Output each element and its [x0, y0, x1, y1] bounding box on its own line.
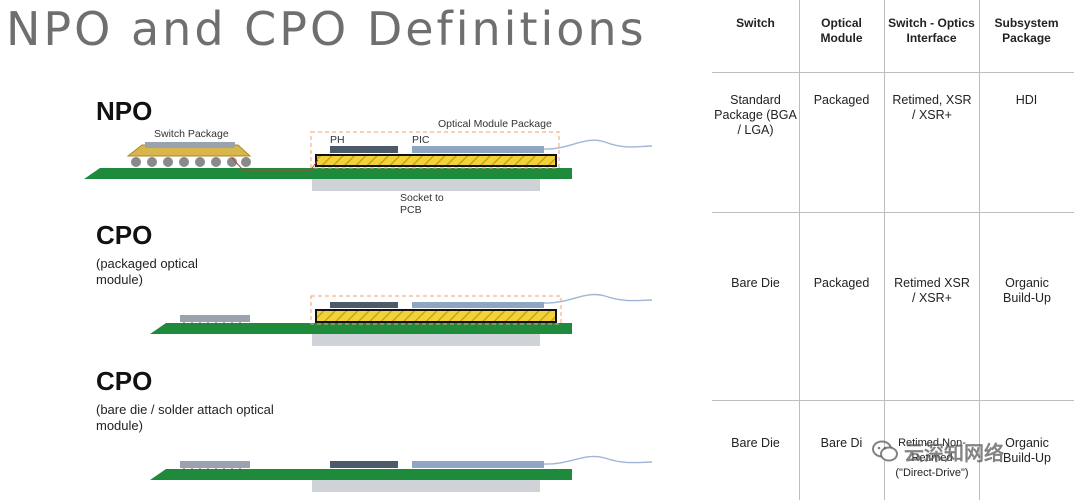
row2-subsystem-package: Organic Build-Up [1003, 276, 1051, 305]
cpo1-socket [312, 334, 540, 346]
section-npo-title: NPO [96, 96, 153, 126]
table-divider [884, 0, 885, 500]
npo-optical-module-box [310, 131, 560, 169]
row2-switch: Bare Die [731, 276, 780, 290]
header-switch-optics-interface: Switch - Optics Interface [888, 16, 975, 45]
cpo2-pcb [150, 469, 572, 480]
cpo1-pcb [150, 323, 572, 334]
cpo2-socket [312, 480, 540, 492]
table-divider [712, 212, 1074, 213]
socket-to-pcb-label-line2: PCB [400, 204, 422, 216]
row3-subsystem-package: Organic Build-Up [1003, 436, 1051, 465]
switch-package-label: Switch Package [154, 128, 229, 140]
cpo1-pic-chip [412, 302, 544, 308]
cpo1-switch-die [180, 315, 250, 322]
cpo2-diagram [150, 455, 653, 492]
npo-pcb [84, 168, 572, 179]
optical-module-package-label: Optical Module Package [438, 118, 552, 130]
cpo1-substrate [315, 309, 557, 323]
npo-substrate [315, 154, 557, 167]
socket-to-pcb-label-line1: Socket to [400, 192, 444, 204]
npo-fiber [543, 139, 653, 150]
npo-socket [312, 179, 540, 191]
table-divider [979, 0, 980, 500]
ph-label: PH [330, 134, 345, 146]
section-cpo2-subtitle: (bare die / solder attach optical module… [96, 402, 274, 433]
wechat-icon [872, 440, 898, 462]
cpo1-fiber [543, 293, 653, 304]
cpo2-ph-chip [330, 461, 398, 468]
cpo2-switch-die [180, 461, 250, 468]
cpo2-fiber [543, 455, 653, 465]
table-divider [712, 72, 1074, 73]
header-switch: Switch [736, 16, 775, 30]
row2-optical-module: Packaged [813, 276, 870, 290]
row2-interface: Retimed XSR / XSR+ [894, 276, 970, 305]
section-cpo1-subtitle: (packaged optical module) [96, 256, 198, 287]
header-optical-module: Optical Module [820, 16, 863, 45]
section-cpo1-title: CPO [96, 220, 153, 250]
table-divider [712, 400, 1074, 401]
cpo1-ph-chip [330, 302, 398, 308]
section-cpo2-title: CPO [96, 366, 153, 396]
page-title: NPO and CPO Definitions [6, 2, 647, 56]
row1-switch: Standard Package (BGA / LGA) [714, 93, 797, 137]
definitions-table: Switch Optical Module Switch - Optics In… [712, 0, 1074, 500]
npo-trace [231, 157, 319, 172]
pic-label: PIC [412, 134, 430, 146]
table-divider [799, 0, 800, 500]
cpo2-pic-chip [412, 461, 544, 468]
cpo1-optical-module-box [310, 295, 562, 325]
watermark: 云深知网络 [872, 436, 1004, 466]
row3-interface: Retimed Non-Retimed ("Direct-Drive") [895, 437, 969, 479]
row3-optical-module: Bare Di [820, 436, 863, 450]
npo-pic-chip [412, 146, 544, 153]
row1-interface: Retimed, XSR / XSR+ [892, 93, 972, 122]
switch-package [126, 142, 252, 167]
package-diagrams [84, 131, 653, 492]
row1-subsystem-package: HDI [1015, 93, 1038, 107]
row3-switch: Bare Die [731, 436, 780, 450]
npo-ph-chip [330, 146, 398, 153]
watermark-text: 云深知网络 [904, 440, 1004, 465]
row1-optical-module: Packaged [813, 93, 870, 107]
header-subsystem-package: Subsystem Package [994, 16, 1059, 45]
cpo1-diagram [150, 293, 653, 346]
npo-diagram [84, 131, 653, 191]
